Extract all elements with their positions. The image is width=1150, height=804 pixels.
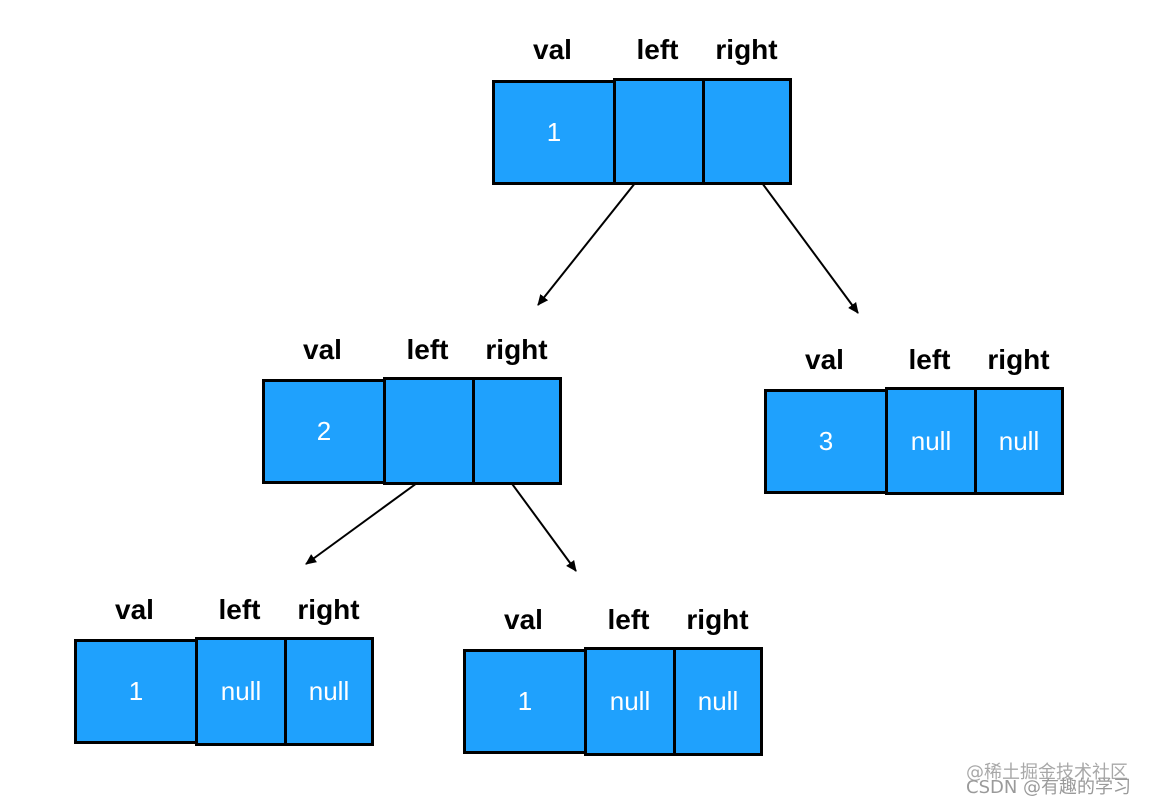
arrow-node-2-left-to-node-ll	[305, 474, 429, 565]
val-label: val	[115, 594, 154, 625]
val-cell: 1	[74, 639, 198, 744]
right-label: right	[715, 34, 778, 65]
right-label: right	[987, 344, 1050, 375]
left-null-cell: null	[885, 387, 977, 495]
watermark-csdn: CSDN @有趣的学习	[966, 777, 1132, 798]
left-label: left	[908, 344, 951, 375]
left-label: left	[406, 334, 449, 365]
left-null-cell: null	[584, 647, 676, 756]
right-pointer-cell	[702, 78, 792, 185]
val-label: val	[303, 334, 342, 365]
val-label: val	[533, 34, 572, 65]
val-label: val	[805, 344, 844, 375]
right-pointer-cell	[472, 377, 562, 485]
right-label: right	[485, 334, 548, 365]
val-cell: 1	[463, 649, 587, 754]
right-null-cell: null	[974, 387, 1064, 495]
val-cell: 3	[764, 389, 888, 494]
left-pointer-cell	[383, 377, 475, 485]
val-label: val	[504, 604, 543, 635]
left-label: left	[607, 604, 650, 635]
left-pointer-cell	[613, 78, 705, 185]
right-label: right	[297, 594, 360, 625]
right-null-cell: null	[673, 647, 763, 756]
watermark-juejin: @稀土掘金技术社区	[966, 762, 1128, 783]
val-cell: 2	[262, 379, 386, 484]
right-label: right	[686, 604, 749, 635]
left-label: left	[218, 594, 261, 625]
val-cell: 1	[492, 80, 616, 185]
left-label: left	[636, 34, 679, 65]
left-null-cell: null	[195, 637, 287, 746]
right-null-cell: null	[284, 637, 374, 746]
